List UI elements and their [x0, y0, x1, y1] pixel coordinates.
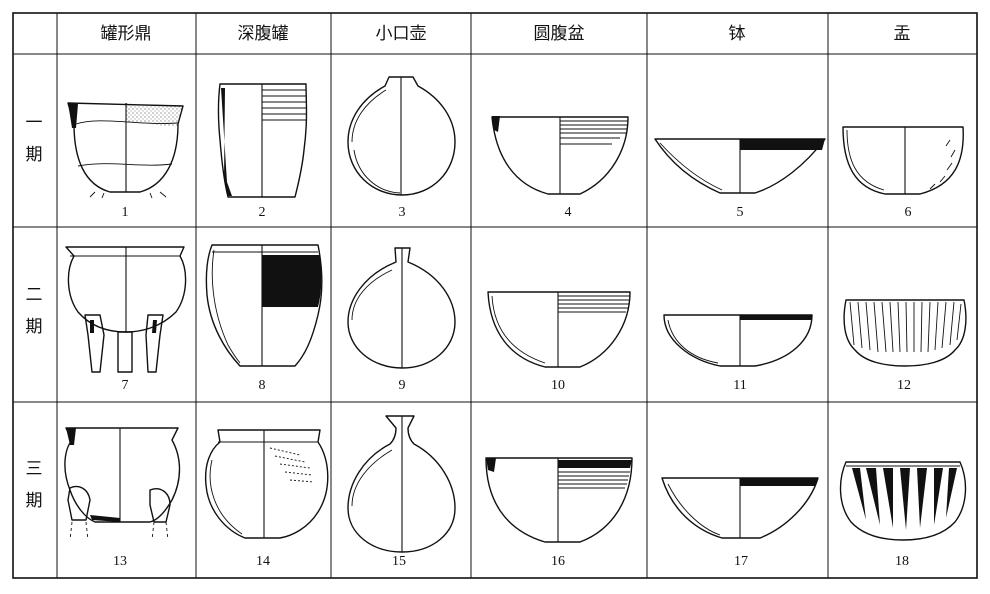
figure-number: 15	[392, 554, 406, 569]
vessel-drawing-11	[663, 314, 813, 367]
vessel-drawing-2	[217, 83, 308, 198]
period-3-label-top: 三	[26, 459, 43, 479]
vessel-drawing-1	[67, 102, 184, 199]
vessel-drawing-18	[839, 461, 967, 541]
period-1-label-bottom: 期	[26, 145, 43, 165]
figure-number: 5	[737, 205, 744, 220]
vessel-drawing-6	[842, 126, 964, 195]
period-2-label-bottom: 期	[26, 317, 43, 337]
figure-number: 17	[734, 554, 748, 569]
vessel-drawing-7	[65, 246, 187, 373]
figure-numbers: 1 2 3 4 5 6 7 8 9 10 11 12 13 14 15 16 1…	[113, 205, 912, 569]
header-guanxing-ding: 罐形鼎	[101, 24, 152, 44]
vessel-drawing-15	[347, 415, 456, 553]
figure-number: 11	[733, 378, 746, 393]
vessel-drawing-10	[487, 291, 631, 368]
table-grid	[12, 12, 978, 579]
vessel-drawing-13	[64, 427, 181, 541]
figure-number: 7	[122, 378, 129, 393]
vessel-drawing-16	[485, 457, 633, 543]
vessel-drawing-8	[205, 244, 323, 367]
vessel-drawing-17	[661, 477, 819, 539]
period-labels: 一 期 二 期 三 期	[26, 113, 43, 511]
period-3-label-bottom: 期	[26, 491, 43, 511]
header-shenfu-guan: 深腹罐	[238, 24, 289, 44]
vessel-drawing-5	[654, 138, 826, 194]
vessel-drawing-3	[347, 76, 456, 196]
figure-number: 13	[113, 554, 127, 569]
figure-number: 3	[399, 205, 406, 220]
figure-number: 16	[551, 554, 565, 569]
figure-number: 10	[551, 378, 565, 393]
vessel-drawing-4	[491, 116, 629, 195]
header-yu: 盂	[894, 24, 911, 44]
figure-number: 14	[256, 554, 270, 569]
column-headers: 罐形鼎 深腹罐 小口壶 圆腹盆 钵 盂	[101, 24, 911, 44]
figure-number: 4	[565, 205, 572, 220]
figure-number: 2	[259, 205, 266, 220]
figure-number: 18	[895, 554, 909, 569]
figure-number: 9	[399, 378, 406, 393]
vessel-drawing-14	[204, 429, 329, 539]
vessel-drawing-9	[347, 247, 456, 369]
figure-number: 12	[897, 378, 911, 393]
vessel-drawing-12	[843, 299, 967, 367]
figure-number: 8	[259, 378, 266, 393]
figure-number: 1	[122, 205, 129, 220]
header-xiaokou-hu: 小口壶	[376, 24, 427, 44]
period-2-label-top: 二	[26, 285, 43, 305]
header-yuanfu-pen: 圆腹盆	[534, 24, 585, 44]
figure-number: 6	[905, 205, 912, 220]
header-bo: 钵	[729, 24, 746, 44]
period-1-label-top: 一	[26, 113, 43, 133]
